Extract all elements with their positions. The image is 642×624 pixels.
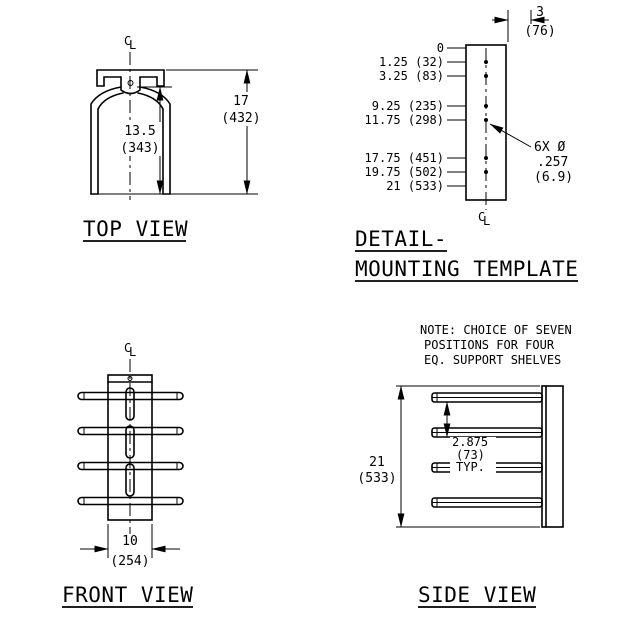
note-line1: NOTE: CHOICE OF SEVEN [420,323,572,337]
shelf-rod [77,391,184,401]
ordinate-label-1: 1.25 (32) [379,55,444,69]
top-view: C L 13.5 (343) 17 (432) TOP VIEW [83,34,264,242]
centerline-symbol: C [478,210,485,224]
callout-leader [489,123,532,148]
centerline-symbol: C [124,34,131,48]
dim-17-mm: (432) [221,111,260,126]
post-top-hole [127,376,133,381]
hole-callout-line1: 6X Ø [534,140,565,155]
ordinate-label-3: 9.25 (235) [372,99,444,113]
centerline-symbol: C [124,341,131,355]
hole-callout-line3: (6.9) [534,170,573,185]
dim-13-5-mm: (343) [120,141,159,156]
mounting-hole [484,74,488,78]
channel-plate [541,385,564,528]
side-view-title: SIDE VIEW [418,583,536,607]
ordinate-label-2: 3.25 (83) [379,69,444,83]
left-prong-inner [97,92,124,195]
left-prong-outer [90,86,122,195]
dim-10-mm: (254) [110,554,149,569]
dim-spacing-mm: (73) [456,448,485,462]
side-view: NOTE: CHOICE OF SEVEN POSITIONS FOR FOUR… [357,323,572,608]
post-slot [125,387,135,421]
detail-title-line1: DETAIL- [355,227,447,251]
dim-13-5-in: 13.5 [124,124,155,139]
top-view-title: TOP VIEW [83,217,188,241]
dim-21-in: 21 [369,455,385,470]
note-line2: POSITIONS FOR FOUR [424,338,555,352]
post-slot [125,425,135,459]
dim-spacing-in: 2.875 [452,435,488,449]
note-line3: EQ. SUPPORT SHELVES [424,353,561,367]
ordinate-label-5: 17.75 (451) [365,151,444,165]
support-post [107,374,153,521]
centerline-symbol: L [129,38,136,52]
detail-mounting-template: 3 (76) 0 1.25 (32) 3.25 (83) 9.25 (235) … [355,5,578,282]
dim-3-mm: (76) [524,24,555,39]
centerline-symbol: L [483,214,490,228]
dim-17-in: 17 [233,94,249,109]
shelf-rod [77,496,184,506]
bracket-right-hook [139,69,165,87]
front-view-title: FRONT VIEW [62,583,193,607]
shelf-rod [77,426,184,436]
post-slot [125,463,135,497]
mounting-hole [484,156,488,160]
center-clip [120,76,141,95]
centerline-symbol: L [129,345,136,359]
center-hole [127,80,134,86]
dim-3-in: 3 [536,5,544,20]
dim-21-mm: (533) [357,471,396,486]
shelf-rod [77,461,184,471]
mounting-hole [484,104,488,108]
dim-10-in: 10 [122,534,138,549]
hole-callout-line2: .257 [537,155,568,170]
detail-title-line2: MOUNTING TEMPLATE [355,257,578,281]
ordinate-label-0: 0 [437,41,444,55]
mounting-hole [484,170,488,174]
mounting-hole [484,118,488,122]
mounting-hole [484,60,488,64]
bracket-left-hook [96,69,122,87]
ordinate-label-7: 21 (533) [386,179,444,193]
dim-spacing-typ: TYP. [456,460,485,474]
ordinate-label-4: 11.75 (298) [365,113,444,127]
ordinate-label-6: 19.75 (502) [365,165,444,179]
front-view: C L 10 (254) FRONT VIEW [62,341,193,608]
